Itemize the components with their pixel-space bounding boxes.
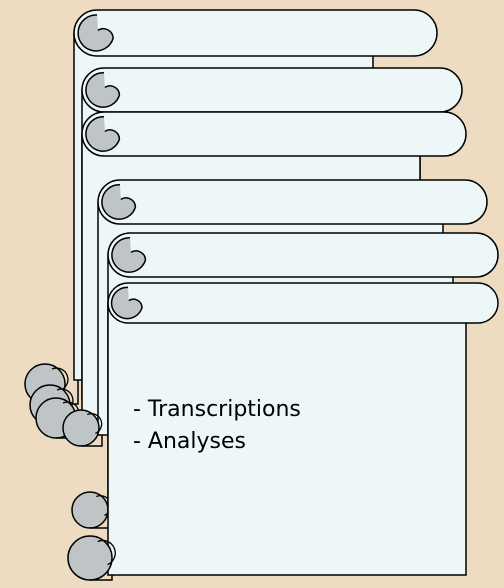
scroll-6-top-curl [110, 286, 143, 320]
scroll-5-top-curl [111, 237, 147, 273]
scroll-6-bottom-edge [90, 575, 113, 581]
scroll-6 [67, 282, 499, 581]
scroll-4-bottom-edge [81, 435, 103, 447]
scroll-1-bottom-curl-spiral [51, 367, 69, 391]
scroll-1-top-curl [77, 14, 114, 52]
scroll-4-bottom-curl [62, 409, 100, 447]
scroll-2-top-roll [81, 67, 463, 113]
scroll-4-bottom-curl-spiral [87, 413, 103, 434]
scroll-6-body [107, 302, 467, 576]
scroll-6-bottom-curl-spiral [97, 539, 116, 566]
scroll-3-top-curl [85, 116, 121, 152]
scroll-2-top-curl [85, 72, 121, 108]
front-scroll-line-transcriptions: - Transcriptions [133, 397, 301, 422]
scroll-6-top-roll [107, 282, 499, 324]
scroll-5-bottom-curl [71, 491, 109, 529]
scroll-4-top-curl [101, 184, 137, 220]
scroll-1-top-roll [73, 9, 438, 57]
front-scroll-line-analyses: - Analyses [133, 429, 246, 454]
scroll-6-bottom-curl [67, 535, 113, 581]
scroll-3-top-roll [81, 111, 467, 157]
scroll-5-top-roll [107, 232, 499, 278]
scroll-4-top-roll [97, 179, 488, 225]
